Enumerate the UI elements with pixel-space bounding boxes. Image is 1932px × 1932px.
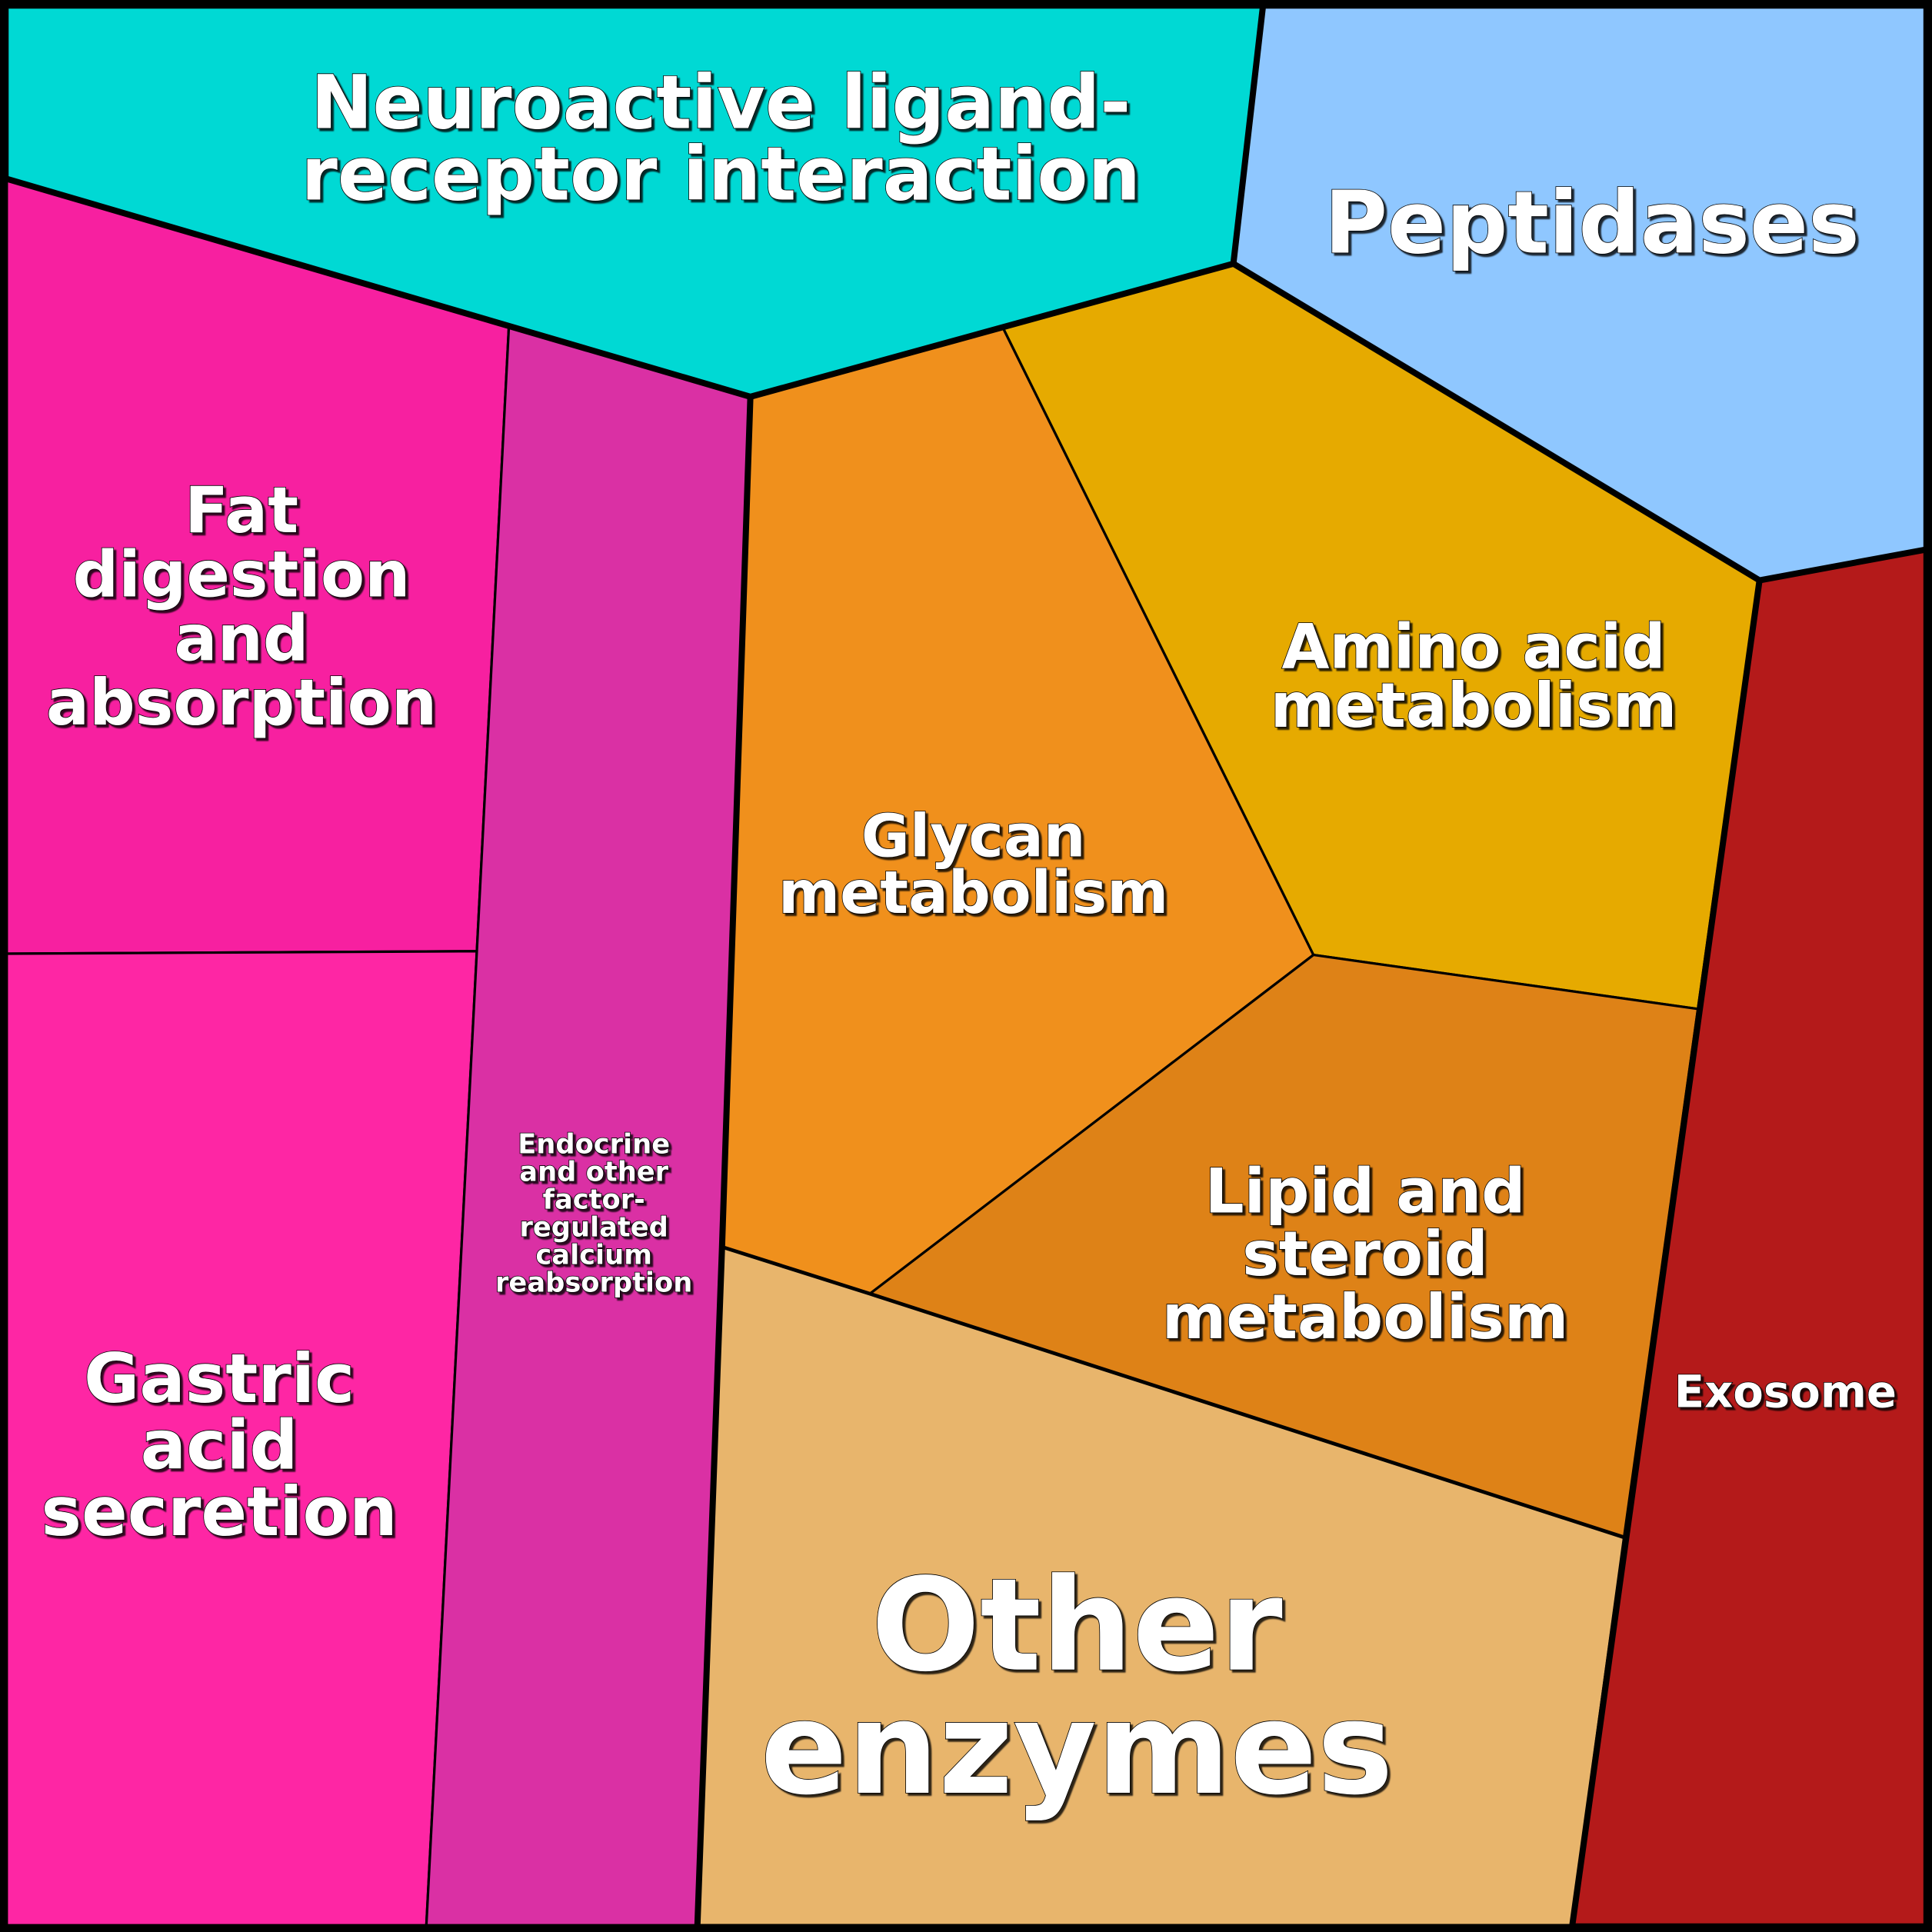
label-line: steroid [1242, 1218, 1488, 1290]
label-line: acid [141, 1406, 298, 1485]
label-line: Glycan [861, 802, 1086, 871]
label-line: factor- [543, 1184, 645, 1216]
label-line: and other [519, 1157, 668, 1188]
label-line: enzymes [761, 1674, 1394, 1824]
label-line: Lipid and [1205, 1155, 1526, 1227]
label-line: Fat [185, 473, 298, 548]
label-line: Amino acid [1281, 611, 1665, 682]
label-exosome: Exosome [1674, 1366, 1897, 1418]
label-line: digestion [73, 537, 411, 611]
label-line: reabsorption [495, 1267, 692, 1299]
label-line: metabolism [778, 859, 1168, 928]
group-boundary [694, 396, 754, 1927]
label-line: receptor interaction [301, 132, 1140, 218]
label-line: Peptidases [1324, 173, 1860, 273]
label-line: Endocrine [518, 1129, 670, 1161]
label-neuroactive: Neuroactive ligand-receptor interaction [301, 60, 1140, 218]
label-line: absorption [46, 665, 437, 740]
label-line: and [174, 601, 308, 676]
label-line: Gastric [84, 1339, 355, 1418]
label-peptidases: Peptidases [1324, 173, 1860, 273]
label-line: Neuroactive ligand- [311, 60, 1131, 146]
group-boundary [1569, 580, 1763, 1927]
group-boundary [1230, 5, 1267, 265]
label-line: Exosome [1674, 1366, 1897, 1418]
label-line: calcium [535, 1240, 652, 1271]
label-line: metabolism [1271, 670, 1677, 741]
label-line: metabolism [1162, 1281, 1569, 1353]
label-line: Other [871, 1551, 1283, 1700]
label-line: secretion [42, 1472, 398, 1551]
label-line: regulated [519, 1212, 668, 1244]
